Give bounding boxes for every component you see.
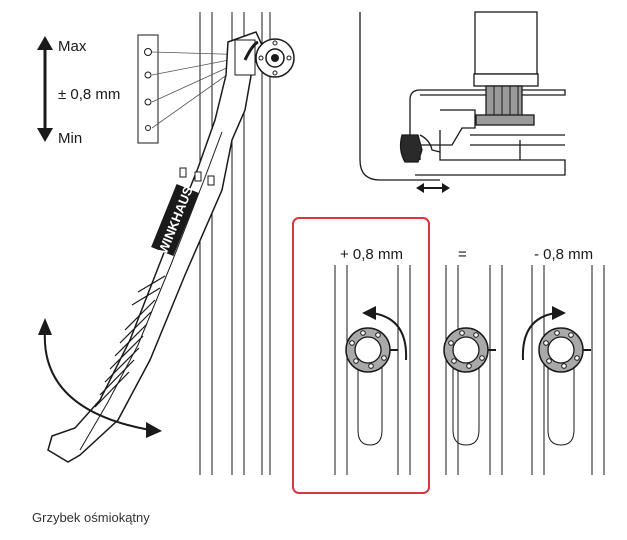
state-label-neutral: = <box>458 246 467 263</box>
wrench-grip-grooves <box>94 275 166 408</box>
rail-profiles <box>334 265 605 475</box>
up-down-arrow-icon <box>37 36 53 142</box>
adjust-range-label: ± 0,8 mm <box>58 86 121 103</box>
cam-plus-position <box>345 327 398 373</box>
wrench-marks <box>179 167 215 186</box>
state-label-minus: - 0,8 mm <box>534 246 594 263</box>
cam-neutral-position <box>443 327 496 373</box>
max-label: Max <box>58 38 87 55</box>
rotate-cw-arrow-icon <box>521 306 566 361</box>
double-arrow-icon <box>416 183 450 193</box>
caption: Grzybek ośmiokątny <box>32 510 150 525</box>
cam-mushroom-top <box>234 38 295 78</box>
state-label-plus: + 0,8 mm <box>340 246 403 263</box>
cam-minus-position <box>538 327 591 373</box>
rotate-arc-arrow-icon <box>38 318 162 438</box>
cross-section-detail <box>359 11 566 181</box>
min-label: Min <box>58 130 83 147</box>
highlight-box <box>292 217 430 494</box>
rotate-ccw-arrow-icon <box>362 306 408 361</box>
